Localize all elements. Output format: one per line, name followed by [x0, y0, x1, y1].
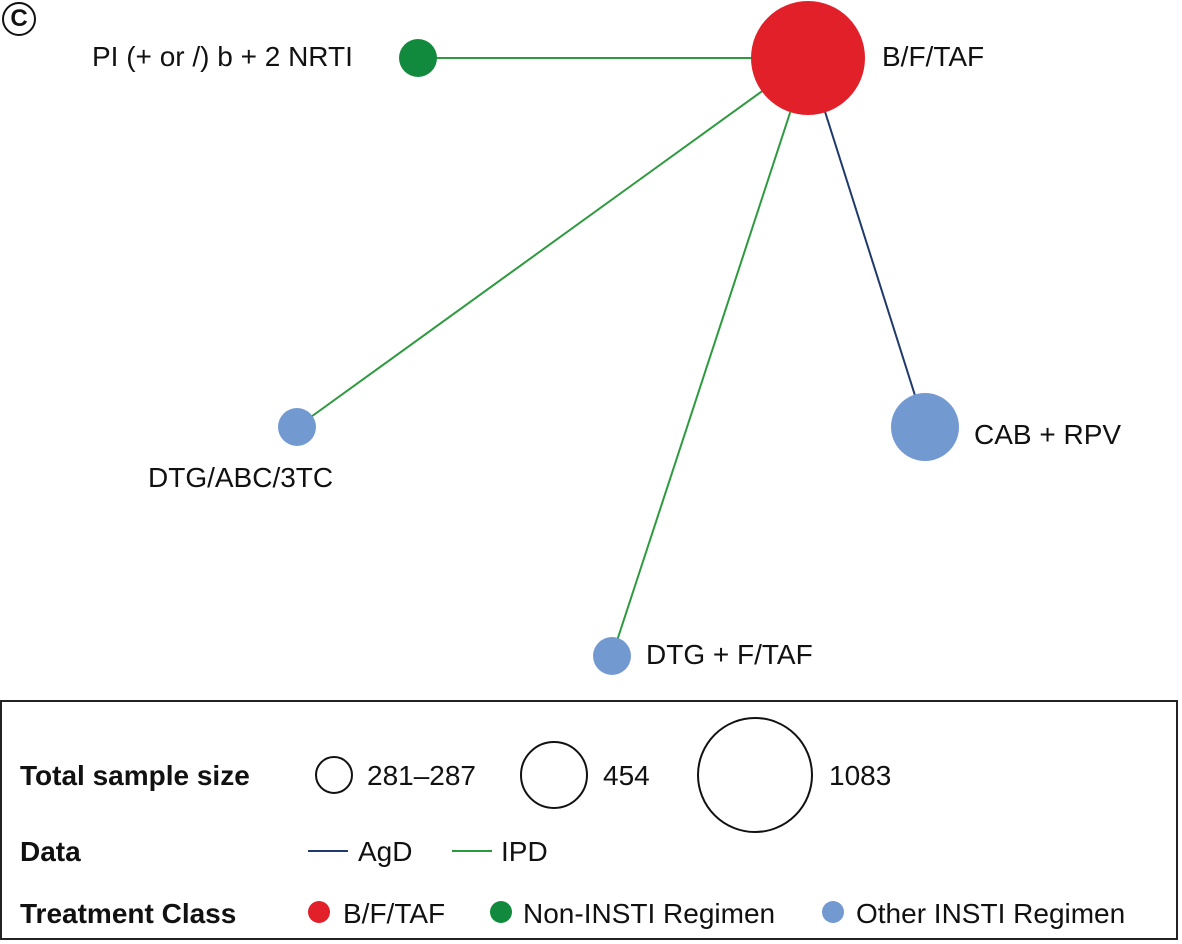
edge-bftaf-dtgabc	[296, 57, 809, 428]
edge-bftaf-cabrpv	[807, 57, 926, 428]
label-bftaf: B/F/TAF	[882, 41, 985, 72]
legend-ipd-label: IPD	[501, 836, 548, 867]
panel-label: C	[2, 2, 36, 36]
legend-non-insti-dot	[490, 901, 512, 923]
legend-size-circle-medium	[520, 741, 588, 809]
label-dtgabc: DTG/ABC/3TC	[148, 462, 334, 493]
legend-size-label-medium: 454	[603, 760, 650, 791]
legend-size-label-small: 281–287	[367, 760, 477, 791]
legend-bftaf-label: B/F/TAF	[343, 898, 446, 929]
legend-size-circle-small	[315, 756, 353, 794]
label-cabrpv: CAB + RPV	[974, 419, 1122, 450]
legend-size-title: Total sample size	[20, 760, 250, 791]
node-pi	[399, 39, 437, 77]
legend-class-title: Treatment Class	[20, 898, 237, 929]
legend-other-insti-dot	[822, 901, 844, 923]
node-dtgabc	[278, 408, 316, 446]
legend-other-insti-label: Other INSTI Regimen	[856, 898, 1126, 929]
legend: Total sample size 281–287 454 1083 Data …	[0, 700, 1178, 940]
node-bftaf	[751, 1, 865, 115]
node-dtgftaf	[593, 637, 631, 675]
edge-bftaf-dtgftaf	[611, 57, 809, 657]
legend-data-title: Data	[20, 836, 81, 867]
legend-non-insti-label: Non-INSTI Regimen	[523, 898, 776, 929]
node-cabrpv	[891, 393, 959, 461]
legend-agd-line	[308, 850, 348, 852]
legend-size-label-large: 1083	[829, 760, 892, 791]
label-pi: PI (+ or /) b + 2 NRTI	[92, 41, 353, 72]
label-dtgftaf: DTG + F/TAF	[646, 639, 813, 670]
legend-bftaf-dot	[308, 901, 330, 923]
legend-ipd-line	[452, 850, 492, 852]
legend-agd-label: AgD	[358, 836, 413, 867]
network-diagram	[278, 1, 959, 675]
legend-size-circle-large	[697, 717, 813, 833]
